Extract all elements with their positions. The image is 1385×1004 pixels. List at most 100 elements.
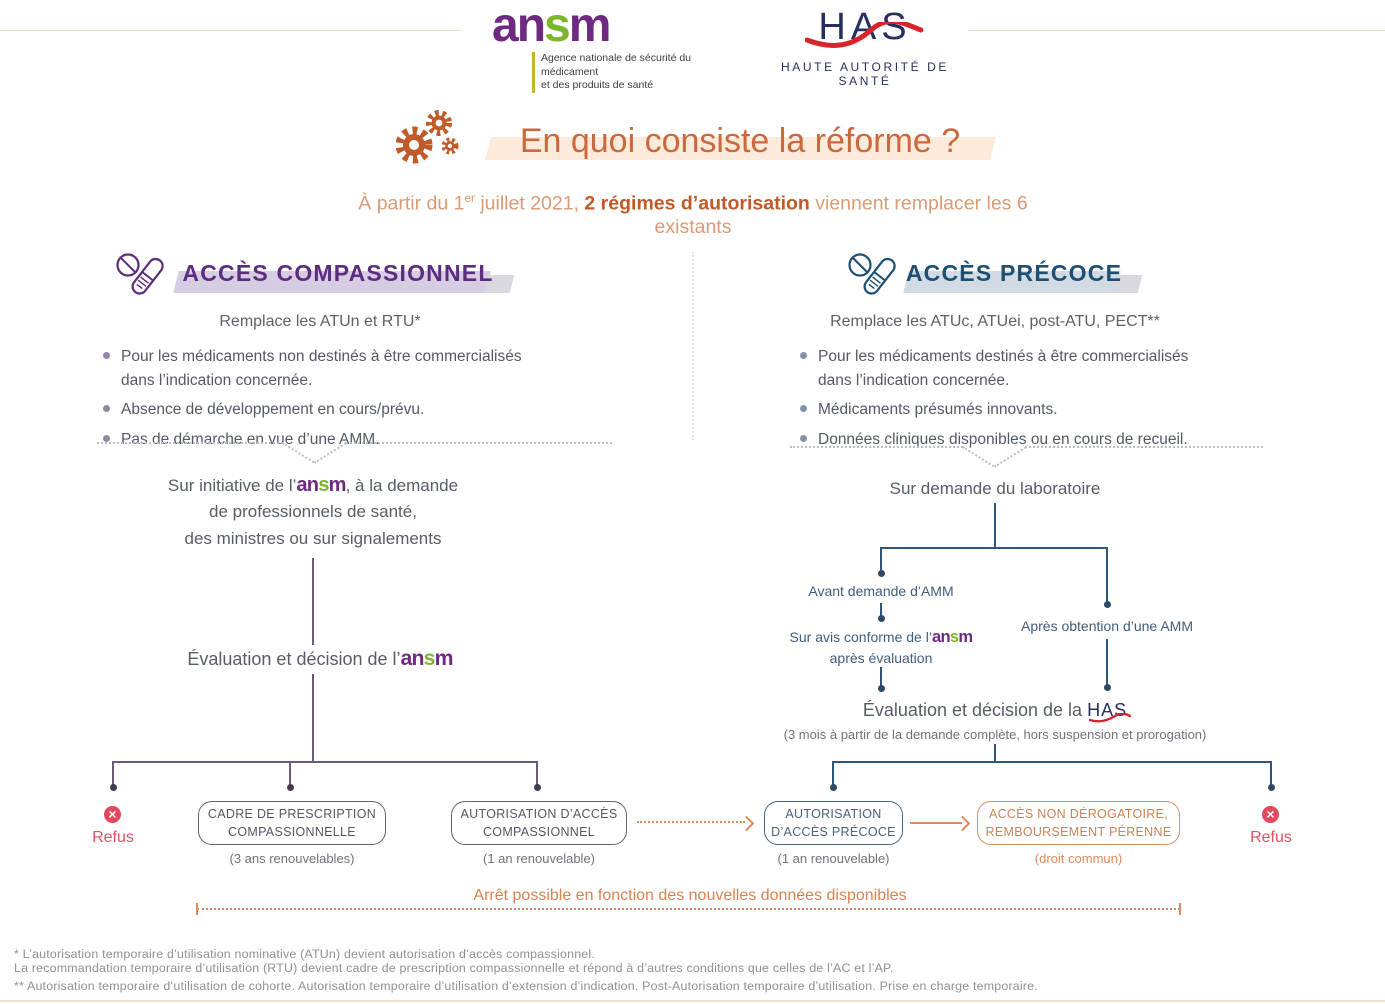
right-refus-label: Refus (1250, 829, 1292, 846)
list-item: Pour les médicaments non destinés à être… (103, 345, 539, 392)
avis-prefix: Sur avis conforme de l’ (789, 629, 932, 645)
subtitle-mid: juillet 2021, (474, 192, 585, 215)
refus-cross-icon: × (1262, 806, 1279, 823)
pills-icon-navy (848, 253, 896, 295)
right-drop-line (1270, 761, 1272, 786)
pills-icon-purple (116, 253, 164, 295)
arrow-head-icon (954, 815, 971, 832)
right-bullet-list: Pour les médicaments destinés à être com… (800, 345, 1204, 457)
initiative-line2: de professionnels de santé, (209, 502, 417, 522)
list-item: Absence de développement en cours/prévu. (103, 398, 539, 422)
box-autorisation-compassionnel-note: (1 an renouvelable) (482, 851, 596, 866)
list-item: Données cliniques disponibles ou en cour… (800, 428, 1204, 452)
left-separator (97, 442, 283, 444)
right-drop-line (832, 761, 834, 786)
right-flow-line (994, 744, 996, 761)
box-autorisation-precoce: AUTORISATION D’ACCÈS PRÉCOCE (764, 801, 903, 845)
footnote-line2: La recommandation temporaire d’utilisati… (14, 961, 894, 975)
rail-end-bar (1179, 903, 1181, 915)
list-item: Médicaments présumés innovants. (800, 398, 1204, 422)
gears-icon (395, 110, 459, 164)
bullet-text: Absence de développement en cours/prévu. (121, 401, 425, 419)
right-branch-line-top (880, 547, 1107, 549)
branch-left-line (880, 603, 882, 617)
ansm-logo: ansm Agence nationale de sécurité du méd… (492, 0, 691, 93)
box-autorisation-compassionnel: AUTORISATION D’ACCÈS COMPASSIONNEL (451, 801, 627, 845)
branch-dot (877, 615, 885, 622)
ansm-logotype: ansm (492, 0, 611, 52)
branch-dot (1103, 601, 1111, 608)
ansm-inline-s: s (949, 627, 959, 646)
branch-right-line (1106, 547, 1108, 604)
box-cadre-prescription: CADRE DE PRESCRIPTION COMPASSIONNELLE (198, 801, 386, 845)
bottom-rule (0, 1000, 1385, 1002)
branch-dot (533, 784, 541, 791)
bullet-icon (103, 352, 110, 359)
left-drop-line (536, 761, 538, 786)
left-refus-label: Refus (92, 829, 134, 846)
top-rule-left (0, 30, 462, 31)
bullet-text: Pour les médicaments non destinés à être… (121, 348, 522, 389)
box-line: REMBOURSEMENT PÉRENNE (985, 825, 1172, 839)
branch-left-label: Avant demande d’AMM (808, 583, 954, 599)
bullet-text: Pour les médicaments destinés à être com… (818, 348, 1189, 389)
avis-conforme-text: Sur avis conforme de l’ansm après évalua… (771, 627, 991, 669)
left-heading: ACCÈS COMPASSIONNEL (182, 260, 494, 286)
rail-end-bar (196, 903, 198, 915)
box-acces-non-derogatoire: ACCÈS NON DÉROGATOIRE, REMBOURSEMENT PÉR… (977, 801, 1180, 845)
has-letter-h: H (818, 6, 851, 48)
bullet-icon (103, 434, 110, 442)
box-acces-non-derogatoire-note: (droit commun) (1034, 851, 1123, 866)
ansm-inline-an: an (400, 646, 425, 670)
bottom-dotted-rail (197, 908, 1180, 910)
ansm-inline-m: m (328, 474, 347, 496)
footnote-line1: * L’autorisation temporaire d’utilisatio… (14, 947, 595, 961)
solid-arrow-connector (910, 822, 962, 824)
initiative-line3: des ministres ou sur signalements (184, 528, 442, 548)
right-flow-line (994, 503, 996, 548)
ansm-tagline-line2: et des produits de santé (541, 79, 654, 92)
left-branch-line (112, 761, 537, 763)
ansm-inline-an: an (296, 474, 319, 496)
right-separator (1025, 446, 1263, 448)
top-rule-right (968, 30, 1385, 31)
arrow-head-icon (738, 815, 755, 832)
branch-dot (829, 784, 837, 791)
bullet-text: Médicaments présumés innovants. (818, 401, 1058, 419)
branch-dot (286, 784, 294, 791)
left-replaces: Remplace les ATUn et RTU* (219, 313, 421, 330)
ansm-tagline-line1: Agence nationale de sécurité du médicame… (541, 52, 692, 78)
ansm-letter-s: s (544, 0, 571, 52)
ansm-inline-m: m (434, 646, 454, 670)
right-demande-text: Sur demande du laboratoire (889, 479, 1101, 498)
box-line: CADRE DE PRESCRIPTION (207, 806, 377, 821)
branch-right-line (1106, 639, 1108, 686)
left-flow-line (312, 558, 314, 645)
left-separator (345, 442, 612, 444)
initiative-prefix: Sur initiative de l’ (167, 476, 297, 495)
left-flow-line (312, 674, 314, 761)
box-line: ACCÈS NON DÉROGATOIRE, (988, 806, 1169, 821)
ansm-letters-an: an (492, 0, 546, 52)
subtitle-superscript: er (464, 192, 475, 205)
right-replaces: Remplace les ATUc, ATUei, post-ATU, PECT… (830, 313, 1160, 330)
has-inline-s: S (1114, 700, 1128, 720)
bullet-icon (800, 352, 807, 359)
evaluation-prefix: Évaluation et décision de la (862, 700, 1088, 720)
left-drop-line (112, 761, 114, 786)
list-item: Pour les médicaments destinés à être com… (800, 345, 1204, 392)
ansm-inline-an: an (931, 627, 951, 646)
box-autorisation-precoce-note: (1 an renouvelable) (777, 851, 890, 866)
branch-dot (1267, 784, 1275, 791)
avis-line2: après évaluation (829, 650, 933, 666)
refus-cross-icon: × (104, 806, 121, 823)
subtitle-bold: 2 régimes d’autorisation (584, 192, 810, 215)
has-letter-s: S (881, 6, 912, 48)
ansm-inline-logo: ansm (932, 627, 973, 646)
ansm-tagline: Agence nationale de sécurité du médicame… (532, 52, 741, 93)
box-line: AUTORISATION (785, 806, 882, 821)
box-line: AUTORISATION D’ACCÈS (460, 806, 618, 821)
branch-right-label: Après obtention d’une AMM (1021, 618, 1193, 634)
right-evaluation-text: Évaluation et décision de la HAS (795, 700, 1195, 723)
